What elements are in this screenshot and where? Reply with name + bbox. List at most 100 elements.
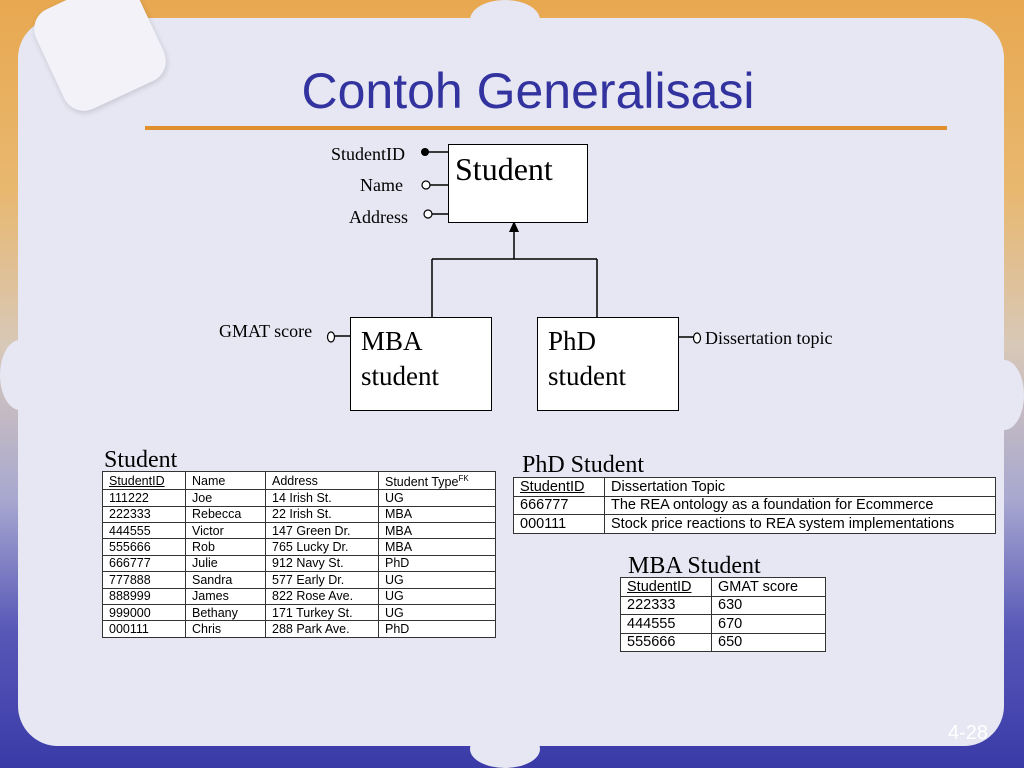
table-cell: Bethany	[185, 603, 266, 622]
column-header: Name	[185, 470, 266, 491]
table-cell: 555666	[102, 538, 186, 556]
table-cell: Joe	[185, 489, 266, 507]
student-table-title: Student	[104, 447, 178, 473]
table-cell: The REA ontology as a foundation for Eco…	[604, 495, 996, 515]
attribute-gmat: GMAT score	[219, 321, 313, 341]
key-attribute-marker	[421, 148, 429, 156]
attribute-marker	[421, 180, 431, 190]
table-cell: 666777	[102, 554, 186, 573]
table-cell: Victor	[185, 521, 266, 540]
table-cell: 22 Irish St.	[265, 505, 379, 523]
puzzle-knob-top	[470, 0, 540, 40]
table-cell: Chris	[185, 620, 266, 638]
attribute-name: Name	[360, 175, 403, 195]
entity-student-label: Student	[455, 151, 553, 187]
table-cell: Stock price reactions to REA system impl…	[604, 514, 996, 534]
table-cell: 777888	[102, 571, 186, 589]
table-cell: 444555	[102, 521, 186, 540]
table-cell: 912 Navy St.	[265, 554, 379, 573]
column-header: StudentID	[513, 477, 605, 497]
entity-mba-student: MBA student	[350, 317, 492, 411]
table-cell: 444555	[620, 614, 712, 634]
table-cell: 555666	[620, 632, 712, 652]
table-cell: 288 Park Ave.	[265, 620, 379, 638]
puzzle-knob-bottom	[470, 730, 540, 768]
student-table: StudentID Name Address Student TypeFK 11…	[102, 470, 496, 638]
table-cell: MBA	[378, 521, 496, 540]
table-cell: 765 Lucky Dr.	[265, 538, 379, 556]
slide-title: Contoh Generalisasi	[301, 63, 755, 119]
table-cell: UG	[378, 587, 496, 605]
attribute-address: Address	[349, 207, 408, 227]
table-cell: 822 Rose Ave.	[265, 587, 379, 605]
table-cell: PhD	[378, 554, 496, 573]
table-cell: James	[185, 587, 266, 605]
table-cell: 14 Irish St.	[265, 489, 379, 507]
entity-mba-label: MBA student	[361, 326, 439, 391]
table-cell: 999000	[102, 603, 186, 622]
table-cell: Julie	[185, 554, 266, 573]
table-cell: 630	[711, 595, 826, 615]
attribute-student-id: StudentID	[331, 144, 405, 164]
phd-table-title: PhD Student	[522, 452, 645, 478]
entity-student: Student	[448, 144, 588, 223]
table-cell: UG	[378, 489, 496, 507]
attribute-marker	[326, 331, 336, 343]
column-header: Address	[265, 470, 379, 491]
puzzle-knob-right	[984, 360, 1024, 430]
column-header: GMAT score	[711, 577, 826, 597]
table-cell: 147 Green Dr.	[265, 521, 379, 540]
column-header: Dissertation Topic	[604, 477, 996, 497]
generalization-arrowhead	[509, 221, 519, 232]
column-header: StudentID	[102, 470, 186, 491]
table-cell: Rob	[185, 538, 266, 556]
table-cell: 000111	[513, 514, 605, 534]
table-cell: MBA	[378, 505, 496, 523]
table-cell: PhD	[378, 620, 496, 638]
column-header: Student TypeFK	[378, 470, 496, 491]
table-cell: 222333	[620, 595, 712, 615]
puzzle-knob-left	[0, 340, 40, 410]
table-cell: 670	[711, 614, 826, 634]
column-header: StudentID	[620, 577, 712, 597]
table-cell: Rebecca	[185, 505, 266, 523]
foreign-key-marker: FK	[458, 474, 469, 483]
table-cell: 111222	[102, 489, 186, 507]
title-underline	[145, 126, 947, 130]
table-cell: 650	[711, 632, 826, 652]
column-header-label: Student Type	[385, 475, 459, 490]
attribute-marker	[692, 332, 702, 344]
entity-phd-student: PhD student	[537, 317, 679, 411]
table-header-row: StudentID Name Address Student TypeFK	[102, 470, 496, 491]
page-number: 4-28	[948, 722, 989, 744]
table-cell: 577 Early Dr.	[265, 571, 379, 589]
table-cell: UG	[378, 603, 496, 622]
table-header-row: StudentID GMAT score	[620, 577, 826, 597]
table-cell: MBA	[378, 538, 496, 556]
table-cell: 888999	[102, 587, 186, 605]
attribute-dissertation: Dissertation topic	[705, 328, 833, 348]
table-header-row: StudentID Dissertation Topic	[513, 477, 996, 497]
entity-phd-label: PhD student	[548, 326, 626, 391]
table-cell: 666777	[513, 495, 605, 515]
table-cell: 222333	[102, 505, 186, 523]
mba-table-title: MBA Student	[628, 553, 761, 579]
attribute-marker	[423, 209, 433, 219]
table-cell: UG	[378, 571, 496, 589]
